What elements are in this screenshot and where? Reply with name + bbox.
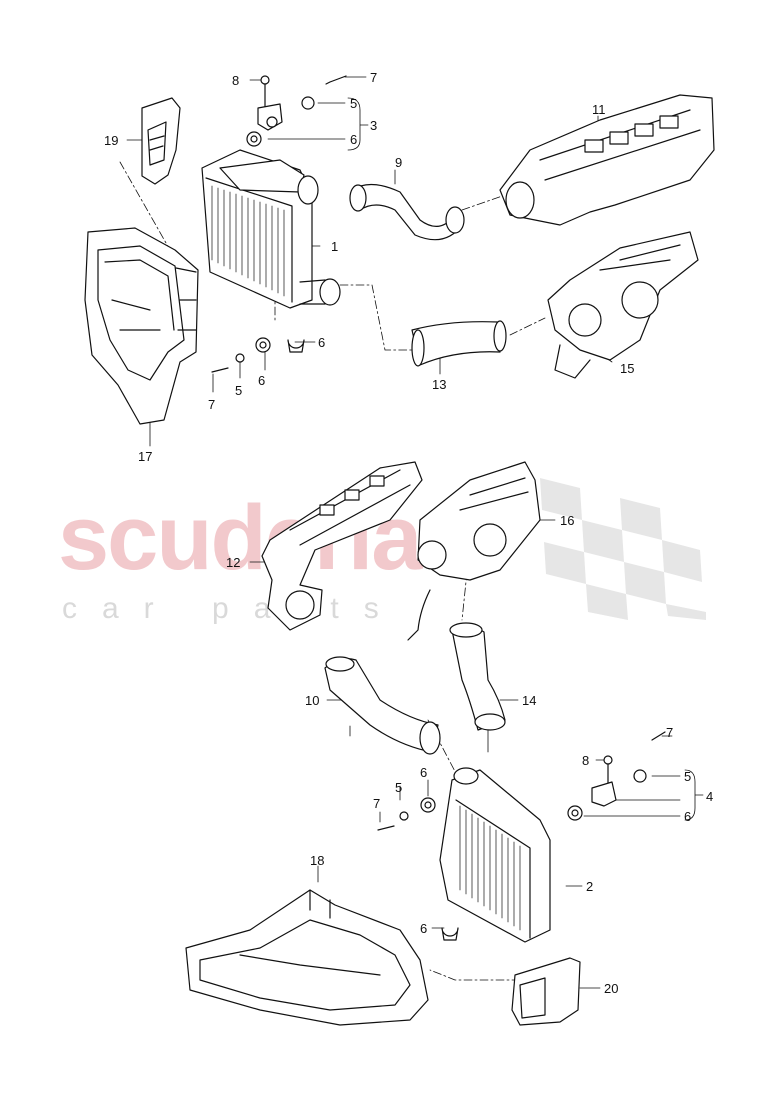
callout-14: 14: [522, 693, 537, 708]
callout-3: 3: [370, 118, 378, 133]
callout-13: 13: [432, 377, 447, 392]
callout-9: 9: [395, 155, 403, 170]
callout-6: 6: [258, 373, 266, 388]
callout-6: 6: [420, 921, 428, 936]
callout-6: 6: [350, 132, 358, 147]
callout-15: 15: [620, 361, 635, 376]
callout-5: 5: [350, 96, 358, 111]
bracket-20: [511, 957, 581, 1026]
bracket-19: [141, 97, 181, 185]
callout-12: 12: [226, 555, 241, 570]
intake-manifold-12: [261, 461, 423, 631]
callout-5: 5: [235, 383, 243, 398]
fasteners-top: [211, 75, 347, 373]
turbocharger-15: [547, 231, 699, 379]
callout-2: 2: [586, 879, 594, 894]
intake-manifold-11: [499, 94, 715, 226]
air-duct-18: [185, 889, 429, 1026]
intercooler-1: [201, 149, 341, 309]
dash-dot-guides: [119, 161, 546, 981]
turbocharger-16: [407, 461, 541, 641]
charge-hose-10: [324, 656, 441, 755]
intercooler-2: [439, 767, 551, 943]
callout-17: 17: [138, 449, 153, 464]
callout-7: 7: [373, 796, 381, 811]
fasteners-bottom: [377, 731, 666, 941]
callout-11: 11: [592, 102, 606, 117]
callout-19: 19: [104, 133, 119, 148]
charge-hose-13: [411, 320, 507, 367]
callout-18: 18: [310, 853, 325, 868]
callout-6: 6: [318, 335, 326, 350]
air-duct-17: [84, 227, 199, 425]
charge-hose-9: [349, 183, 465, 241]
callout-10: 10: [305, 693, 320, 708]
callout-8: 8: [582, 753, 590, 768]
charge-hose-14: [449, 622, 506, 731]
callout-6: 6: [420, 765, 428, 780]
callout-8: 8: [232, 73, 240, 88]
callout-20: 20: [604, 981, 619, 996]
callout-5: 5: [395, 780, 403, 795]
callout-1: 1: [331, 239, 339, 254]
watermark-subtitle: car parts: [62, 592, 404, 625]
callout-7: 7: [208, 397, 216, 412]
callout-7: 7: [666, 725, 674, 740]
callout-7: 7: [370, 70, 378, 85]
callout-4: 4: [706, 789, 714, 804]
callout-16: 16: [560, 513, 575, 528]
callout-6: 6: [684, 809, 692, 824]
callout-5: 5: [684, 769, 692, 784]
